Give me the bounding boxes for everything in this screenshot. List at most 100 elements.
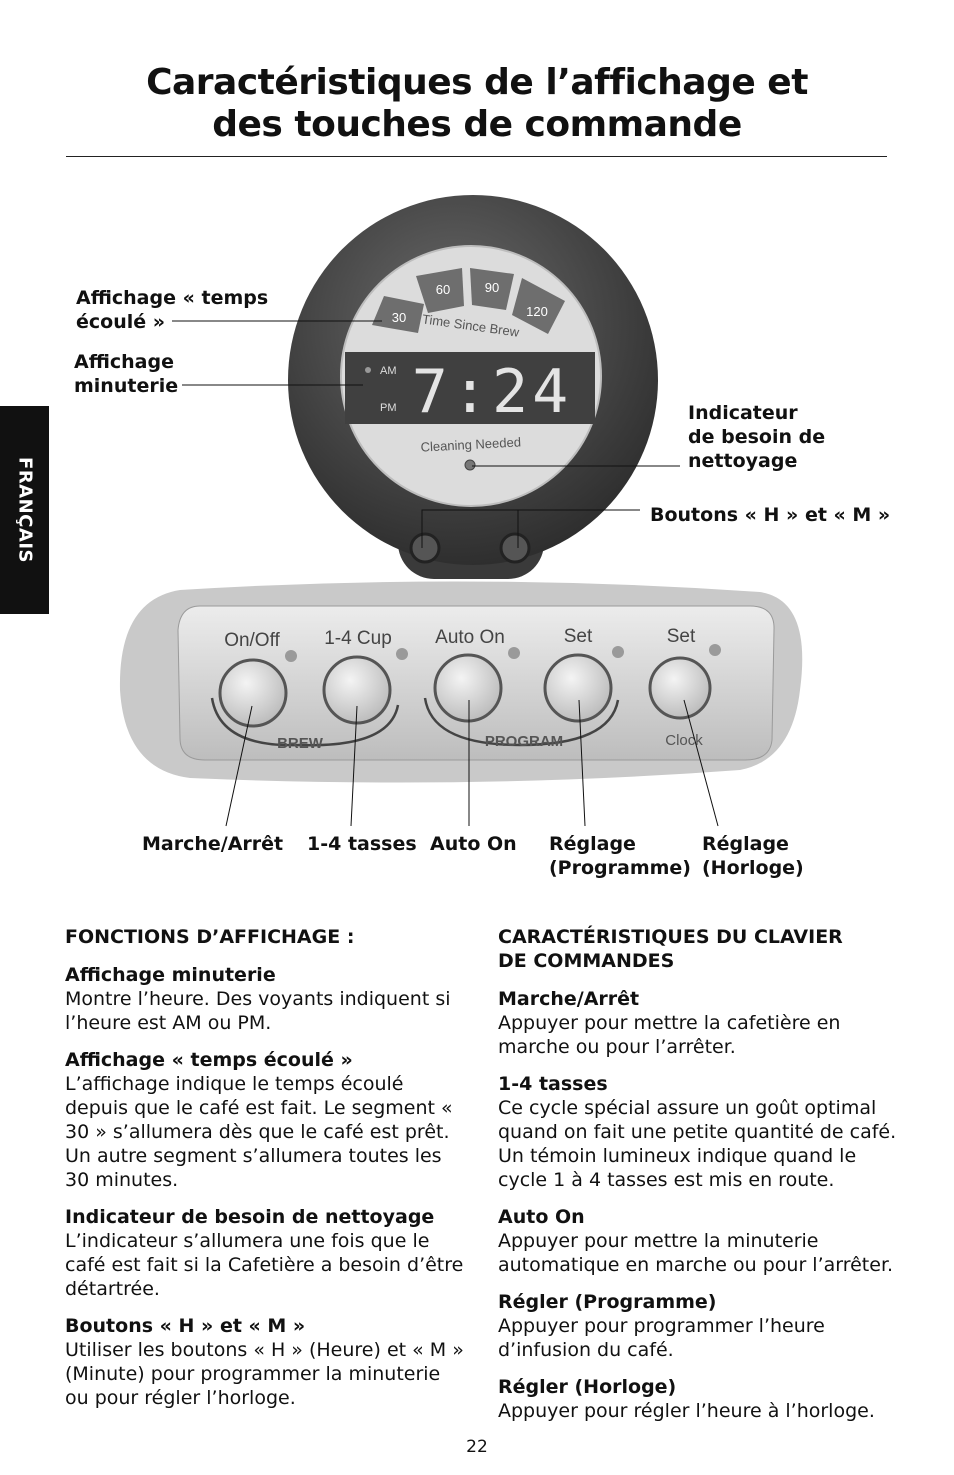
brew-group-arc — [210, 697, 400, 747]
callout-set-program-line-1: Réglage — [549, 833, 636, 855]
language-tab: FRANÇAIS — [0, 406, 49, 614]
program-group-label: PROGRAM — [485, 733, 563, 750]
display-functions-heading: FONCTIONS D’AFFICHAGE : — [65, 926, 355, 948]
page-number: 22 — [466, 1437, 488, 1457]
set-clock-key-label: Set — [667, 626, 696, 647]
list-item: Régler (Horloge) Appuyer pour régler l’h… — [498, 1375, 898, 1423]
cup-key[interactable] — [322, 655, 392, 725]
display-functions-section: FONCTIONS D’AFFICHAGE : Affichage minute… — [65, 925, 465, 1423]
callout-timer-line-1: Affichage — [74, 351, 174, 373]
segment-60-label: 60 — [436, 282, 450, 297]
m-button[interactable] — [499, 532, 531, 564]
item-body: Appuyer pour régler l’heure à l’horloge. — [498, 1400, 875, 1422]
item-title: Auto On — [498, 1206, 585, 1228]
leader-onoff — [225, 705, 253, 827]
leader-hm — [421, 509, 640, 548]
segment-90 — [470, 268, 514, 310]
segment-120-label: 120 — [526, 304, 548, 319]
item-title: 1-4 tasses — [498, 1073, 608, 1095]
set-program-led — [612, 646, 624, 658]
h-button[interactable] — [409, 532, 441, 564]
segment-90-label: 90 — [485, 280, 499, 295]
onoff-led — [285, 650, 297, 662]
keypad-heading-line-1: CARACTÉRISTIQUES DU CLAVIER — [498, 926, 843, 948]
callout-cups: 1-4 tasses — [307, 833, 417, 855]
callout-cleaning: Indicateur de besoin de nettoyage — [688, 401, 825, 473]
callout-cleaning-line-1: Indicateur — [688, 402, 798, 424]
am-label: AM — [380, 365, 397, 377]
title-line-1: Caractéristiques de l’affichage et — [146, 62, 808, 103]
item-body: Appuyer pour programmer l’heure d’infusi… — [498, 1315, 825, 1361]
leader-set-clock — [683, 699, 719, 827]
segment-30 — [372, 296, 424, 333]
autoon-led — [508, 647, 520, 659]
leader-cups — [350, 705, 358, 827]
callout-elapsed: Affichage « temps écoulé » — [76, 286, 268, 334]
item-body: L’affichage indique le temps écoulé depu… — [65, 1073, 453, 1191]
program-group-arc — [423, 697, 620, 747]
segment-60 — [416, 268, 464, 313]
callout-elapsed-line-2: écoulé » — [76, 311, 166, 333]
set-clock-led — [709, 644, 721, 656]
autoon-key[interactable] — [433, 653, 503, 723]
page-title: Caractéristiques de l’affichage et des t… — [0, 62, 954, 146]
list-item: Indicateur de besoin de nettoyage L’indi… — [65, 1205, 465, 1301]
autoon-key-label: Auto On — [435, 627, 505, 648]
callout-cleaning-line-2: de besoin de — [688, 426, 826, 448]
segment-120 — [512, 278, 565, 334]
list-item: 1-4 tasses Ce cycle spécial assure un go… — [498, 1072, 898, 1192]
item-title: Boutons « H » et « M » — [65, 1315, 306, 1337]
list-item: Affichage « temps écoulé » L’affichage i… — [65, 1048, 465, 1192]
cup-key-label: 1-4 Cup — [324, 628, 392, 649]
item-body: Appuyer pour mettre la cafetière en marc… — [498, 1012, 841, 1058]
item-title: Affichage minuterie — [65, 964, 276, 986]
item-title: Régler (Programme) — [498, 1291, 717, 1313]
item-body: Montre l’heure. Des voyants indiquent si… — [65, 988, 451, 1034]
title-line-2: des touches de commande — [212, 104, 742, 145]
callout-set-clock-line-1: Réglage — [702, 833, 789, 855]
callout-set-clock: Réglage (Horloge) — [702, 832, 804, 880]
list-item: Boutons « H » et « M » Utiliser les bout… — [65, 1314, 465, 1410]
callout-timer: Affichage minuterie — [74, 350, 178, 398]
item-body: Ce cycle spécial assure un goût optimal … — [498, 1097, 897, 1191]
list-item: Affichage minuterie Montre l’heure. Des … — [65, 963, 465, 1035]
callout-set-program: Réglage (Programme) — [549, 832, 691, 880]
cup-led — [396, 648, 408, 660]
cleaning-indicator — [464, 459, 476, 471]
callout-set-program-line-2: (Programme) — [549, 857, 691, 879]
am-indicator — [365, 367, 371, 373]
brew-group-label: BREW — [277, 735, 324, 752]
item-body: Utiliser les boutons « H » (Heure) et « … — [65, 1339, 464, 1409]
callout-elapsed-line-1: Affichage « temps — [76, 287, 269, 309]
keypad-heading-line-2: DE COMMANDES — [498, 950, 675, 972]
callout-timer-line-2: minuterie — [74, 375, 179, 397]
callout-onoff: Marche/Arrêt — [142, 833, 284, 855]
lcd-strip — [345, 352, 595, 424]
onoff-key-label: On/Off — [224, 630, 280, 651]
set-program-key[interactable] — [543, 653, 613, 723]
keypad-features-section: CARACTÉRISTIQUES DU CLAVIER DE COMMANDES… — [498, 925, 898, 1436]
elapsed-segments: 30 60 90 120 — [372, 268, 565, 334]
clock-time: 7:24 — [412, 357, 573, 427]
clock-group-label: Clock — [665, 732, 703, 749]
keypad-features-heading: CARACTÉRISTIQUES DU CLAVIER DE COMMANDES — [498, 925, 898, 973]
title-divider — [66, 156, 887, 157]
callout-cleaning-line-3: nettoyage — [688, 450, 798, 472]
set-program-key-label: Set — [564, 626, 593, 647]
item-title: Marche/Arrêt — [498, 988, 640, 1010]
list-item: Régler (Programme) Appuyer pour programm… — [498, 1290, 898, 1362]
list-item: Marche/Arrêt Appuyer pour mettre la cafe… — [498, 987, 898, 1059]
segment-30-label: 30 — [392, 310, 406, 325]
callout-autoon: Auto On — [430, 833, 517, 855]
callout-hm-buttons: Boutons « H » et « M » — [650, 504, 891, 526]
item-body: Appuyer pour mettre la minuterie automat… — [498, 1230, 894, 1276]
item-body: L’indicateur s’allumera une fois que le … — [65, 1230, 464, 1300]
coffee-maker-control-illustration: 30 60 90 120 Time Since Brew AM PM 7:24 … — [119, 195, 803, 827]
callout-set-clock-line-2: (Horloge) — [702, 857, 804, 879]
pm-label: PM — [380, 402, 397, 414]
list-item: Auto On Appuyer pour mettre la minuterie… — [498, 1205, 898, 1277]
onoff-key[interactable] — [218, 658, 288, 728]
set-clock-key[interactable] — [648, 656, 712, 720]
leader-set-program — [578, 699, 586, 827]
item-title: Indicateur de besoin de nettoyage — [65, 1206, 435, 1228]
